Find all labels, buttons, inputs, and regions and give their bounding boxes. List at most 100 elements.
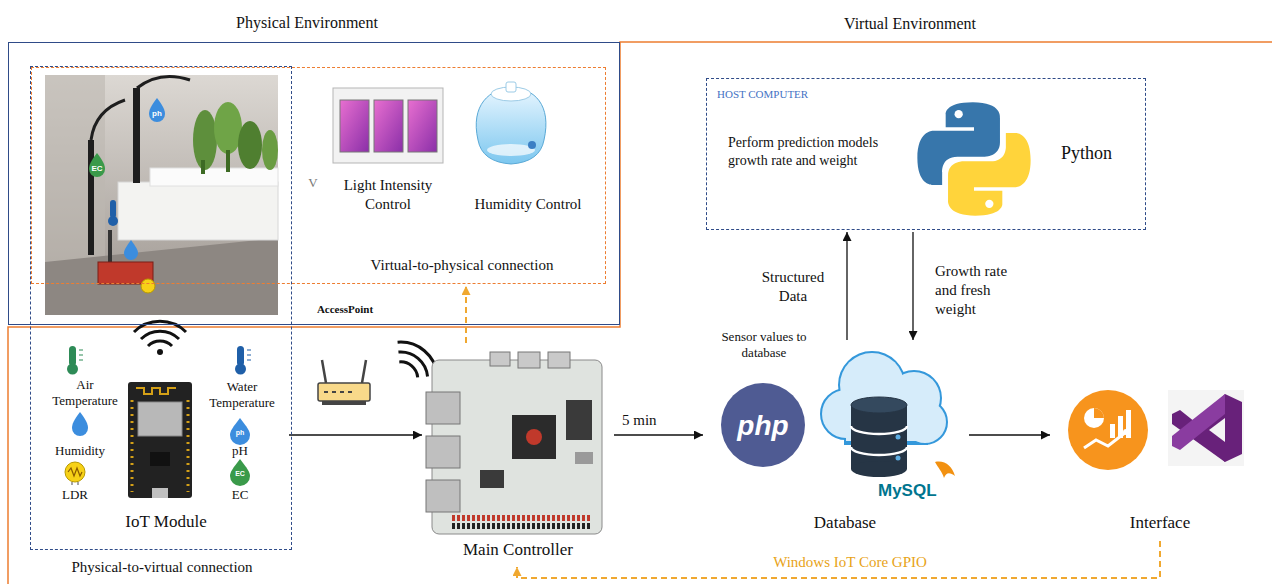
router-icon [322,360,366,383]
sensor-label: EC [225,487,255,503]
python-logo [985,200,993,208]
connector [614,434,703,435]
node-text: Virtual-to-physical connection [342,256,582,275]
flow-note: Sensor values to database [716,329,812,362]
raspberry-pi-image [518,352,540,368]
edge-label: Windows IoT Core GPIO [740,553,960,572]
raspberry-pi-image [566,400,592,440]
wifi-icon [398,346,432,376]
sensor-label: LDR [55,487,95,503]
hydroponic-photo [118,182,278,240]
interface-box: Interface [1052,385,1252,540]
connection-box: Virtual-to-physical connection Light Inte… [31,67,606,284]
hydroponic-photo [88,140,94,255]
sensor-label: Air Temperature [46,377,124,410]
dashboard-icon [1084,432,1126,448]
dashboard-icon [1084,408,1104,428]
logo-text: php [723,408,803,443]
actuator-box: Humidity Control [462,82,596,220]
hydroponic-photo [214,102,242,154]
node-heading: Physical Environment [201,13,413,33]
microcontroller-board [128,382,192,498]
python-logo [917,102,1030,215]
stray-mark: V [306,175,320,191]
node-text: Light Intensity Control [330,176,446,214]
visual-studio-logo [1209,418,1225,442]
router-icon [318,383,370,401]
database-cylinder [896,456,901,461]
microcontroller-board [128,382,192,498]
raspberry-pi-image [452,523,592,529]
visual-studio-logo [1168,390,1244,466]
ldr-icon [65,462,85,482]
database-cylinder [851,426,907,455]
humidifier-image [506,82,516,92]
dashboard-icon [1094,408,1104,418]
led-panel-image [333,88,443,163]
node-text: Interface [1110,512,1210,533]
hydroponic-photo [150,168,278,186]
raspberry-pi-image [426,436,460,468]
hydroponic-photo [91,100,125,140]
module-box: IoT Module [45,335,287,541]
database-cylinder [851,405,907,469]
dashboard-icon [1110,424,1115,438]
humidifier-image [528,141,536,149]
database-cylinder [851,461,907,477]
device-label: AccessPoint [300,303,390,317]
humidity-droplet-icon [72,412,88,436]
wifi-icon [399,358,421,377]
led-panel-image [374,100,403,152]
connector [912,232,913,340]
connector [969,434,1050,435]
icon-text: ph [145,109,169,119]
raspberry-pi-image [426,392,460,424]
connection-box: Physical-to-virtual connectionIoT Module [30,66,292,550]
microcontroller-board [136,388,176,394]
router-icon [322,401,366,405]
actuator-box: Light Intensity Control [324,86,452,221]
connector [517,541,1160,578]
sensor-label: pH [225,443,255,459]
node-text: Humidity Control [464,195,592,214]
edge-label: 5 min [622,411,672,430]
node-text: Database [790,512,900,533]
mysql-dolphin [935,462,955,478]
air-thermometer-icon [69,346,76,366]
wifi-icon [157,349,163,355]
host-box: HOST COMPUTERPerform prediction models g… [706,78,1146,230]
hydroponic-photo [137,76,190,88]
edge-label: Growth rate and fresh weight [935,262,1017,318]
controller-box: Main Controller [424,344,612,566]
node-text: IoT Module [61,511,271,532]
wifi-icon [141,331,179,339]
raspberry-pi-image [575,452,593,464]
led-panel-image [408,100,437,152]
hydroponic-photo [45,75,278,315]
thermometer-icon [108,200,118,226]
water-thermometer-icon [235,346,251,375]
node-text: Python [1061,142,1141,165]
hydroponic-photo [201,160,205,174]
logo-text: MySQL [878,480,968,501]
sensor-label: Humidity [48,443,112,459]
hydroponic-photo [45,75,278,315]
raspberry-pi-image [426,480,460,512]
ldr-icon [68,468,82,476]
raspberry-pi-image [548,352,570,368]
router-icon [324,391,352,393]
water-thermometer-icon [235,364,246,375]
wifi-icon [134,321,186,332]
region-outline [8,42,1272,584]
microcontroller-board [152,488,168,498]
icon-text: EC [85,164,109,174]
hydroponic-photo [238,121,262,169]
humidifier-image [476,88,546,164]
sensor-label: Water Temperature [203,379,281,412]
database-cylinder [896,435,901,440]
dashboard-icon [1123,429,1129,435]
wifi-icon [134,321,186,346]
ldr-icon [65,462,85,485]
router-icon [318,360,370,405]
